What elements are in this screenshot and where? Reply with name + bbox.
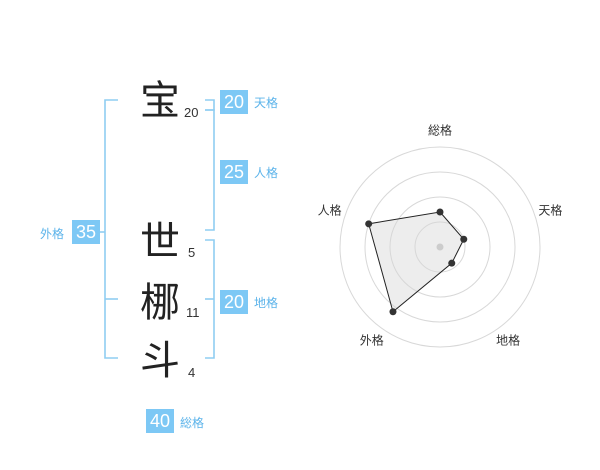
name-char-4: 斗: [140, 338, 180, 384]
stroke-count-4: 4: [188, 365, 196, 380]
chikaku-label: 地格: [254, 296, 279, 310]
radar-point-2: [460, 235, 468, 243]
radar-point-4: [389, 308, 397, 316]
radar-axis-label-4: 外格: [360, 332, 384, 347]
name-char-2: 世: [140, 219, 180, 265]
stroke-count-2: 5: [188, 245, 196, 260]
jinkaku-badge: 25: [220, 160, 248, 184]
chikaku-badge: 20: [220, 290, 248, 314]
radar-ring: [414, 221, 466, 273]
jinkaku-bracket: [205, 109, 215, 231]
radar-axis-label-1: 総格: [428, 123, 452, 138]
gaikaku-bracket: [104, 99, 118, 359]
radar-axis-label-3: 地格: [496, 332, 520, 347]
radar-ring: [389, 196, 491, 298]
radar-point-3: [448, 259, 456, 267]
soukaku-badge: 40: [146, 409, 174, 433]
radar-rings: [339, 146, 541, 348]
name-char-3: 梛: [140, 280, 180, 326]
stroke-count-1: 20: [184, 105, 199, 120]
name-char-1: 宝: [140, 78, 180, 124]
radar-axis-label-2: 天格: [538, 203, 562, 218]
radar-data-polygon: [368, 211, 465, 313]
radar-point-5: [365, 220, 373, 228]
radar-ring: [364, 171, 516, 323]
tenkaku-badge: 20: [220, 90, 248, 114]
radar-points: [365, 208, 468, 316]
tenkaku-bracket: [205, 99, 215, 111]
stroke-count-3: 11: [186, 305, 200, 320]
tenkaku-label: 天格: [254, 96, 279, 110]
gaikaku-label: 外格: [40, 227, 65, 241]
jinkaku-label: 人格: [254, 166, 279, 180]
gaikaku-badge: 35: [72, 220, 100, 244]
soukaku-label: 総格: [180, 416, 205, 430]
radar-ring: [339, 146, 541, 348]
radar-point-1: [436, 208, 444, 216]
radar-axis-label-5: 人格: [318, 203, 342, 218]
radar-center-dot: [436, 243, 444, 251]
